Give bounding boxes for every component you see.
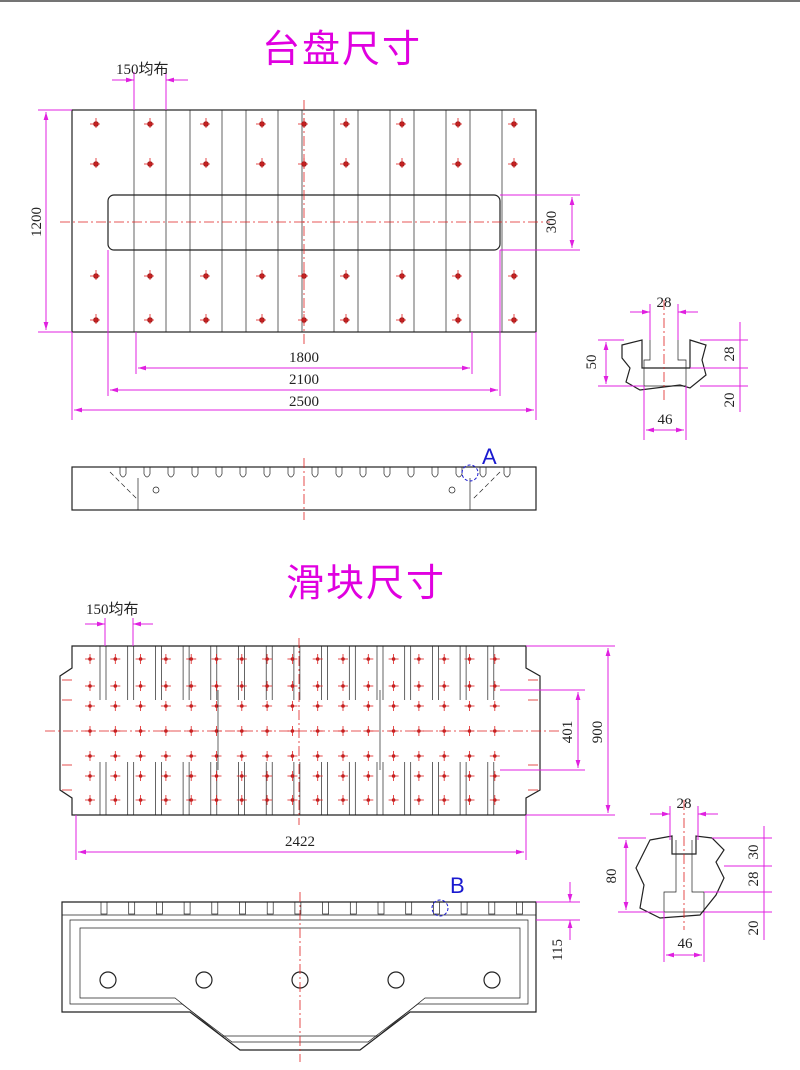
table-slot-head-width: 46 (658, 412, 674, 428)
slider-slot-top-width: 28 (677, 796, 692, 812)
front-slot (377, 901, 385, 915)
slider-slot-depth: 80 (604, 869, 620, 884)
slider-front-view: B 115 (61, 873, 580, 1062)
front-slot (183, 901, 191, 915)
table-slot-depth: 50 (584, 355, 600, 370)
front-slot (349, 901, 357, 915)
slider-slot-head-width: 46 (678, 936, 694, 952)
table-slot-head: 20 (722, 393, 738, 408)
front-slot (167, 467, 175, 478)
front-slot (215, 467, 223, 478)
table-dim-overall: 2500 (289, 394, 319, 410)
front-slot (211, 901, 219, 915)
slider-slot-top-depth: 30 (746, 845, 762, 860)
slider-dimensions: 150均布 401 900 2422 (75, 601, 615, 860)
slider-pitch-label: 150均布 (86, 601, 139, 618)
front-slot (431, 467, 439, 478)
front-slot (263, 467, 271, 478)
detail-circle-a (461, 464, 479, 482)
table-dim-slot: 300 (544, 211, 560, 234)
slider-plan-view (45, 638, 560, 825)
front-slot (100, 901, 108, 915)
slider-dim-height: 900 (590, 721, 606, 744)
table-slot-neck: 28 (722, 347, 738, 362)
table-front-view: A (71, 444, 537, 520)
table-t-slots (133, 109, 503, 333)
front-slot (128, 901, 136, 915)
slider-dim-length: 2422 (285, 834, 315, 850)
table-plan-view (60, 100, 550, 345)
table-slot (245, 109, 279, 333)
slider-slot-detail: 28 80 30 28 20 46 (604, 796, 772, 962)
slider-dim-inner: 401 (560, 721, 576, 744)
front-slot (407, 467, 415, 478)
table-section-title: 台盘尺寸 (262, 27, 423, 71)
front-slot (455, 467, 463, 478)
table-slot (469, 109, 503, 333)
front-slot (239, 901, 246, 915)
front-slot (460, 901, 468, 915)
front-slot (239, 467, 247, 478)
front-slot (479, 467, 487, 478)
front-slot (119, 467, 127, 478)
slider-dim-thickness: 115 (550, 939, 566, 961)
table-dim-inner: 1800 (289, 350, 319, 366)
front-slot (294, 901, 302, 915)
front-slot (359, 467, 367, 478)
front-slot (383, 467, 391, 478)
front-slot (503, 467, 511, 478)
front-slot (143, 467, 151, 478)
front-slot (322, 901, 329, 915)
front-slot (191, 467, 199, 478)
table-dimensions: 150均布 1200 300 1800 2100 2500 (29, 61, 580, 420)
front-slot (156, 901, 163, 915)
front-slot (335, 467, 343, 478)
slider-slot-head: 20 (746, 921, 762, 936)
table-slot-top-width: 28 (657, 295, 672, 311)
table-slot-detail: 28 50 28 20 46 (584, 295, 748, 440)
slider-slot-neck: 28 (746, 872, 762, 887)
slider-section-title: 滑块尺寸 (286, 561, 447, 605)
table-slot (301, 109, 335, 333)
table-slot (413, 109, 447, 333)
front-slot (405, 901, 413, 915)
table-slot (357, 109, 391, 333)
detail-circle-b (431, 899, 449, 917)
table-dim-height: 1200 (29, 207, 45, 237)
table-slot (133, 109, 167, 333)
front-slot (433, 901, 440, 915)
front-slot (266, 901, 274, 915)
detail-label-a: A (482, 444, 497, 469)
front-slot (516, 901, 523, 915)
front-slot (311, 467, 319, 478)
detail-label-b: B (450, 873, 465, 898)
front-slot (488, 901, 496, 915)
table-dim-middle: 2100 (289, 372, 319, 388)
front-slot (287, 467, 295, 478)
table-slot (189, 109, 223, 333)
table-holes (90, 118, 520, 326)
table-pitch-label: 150均布 (116, 61, 169, 78)
